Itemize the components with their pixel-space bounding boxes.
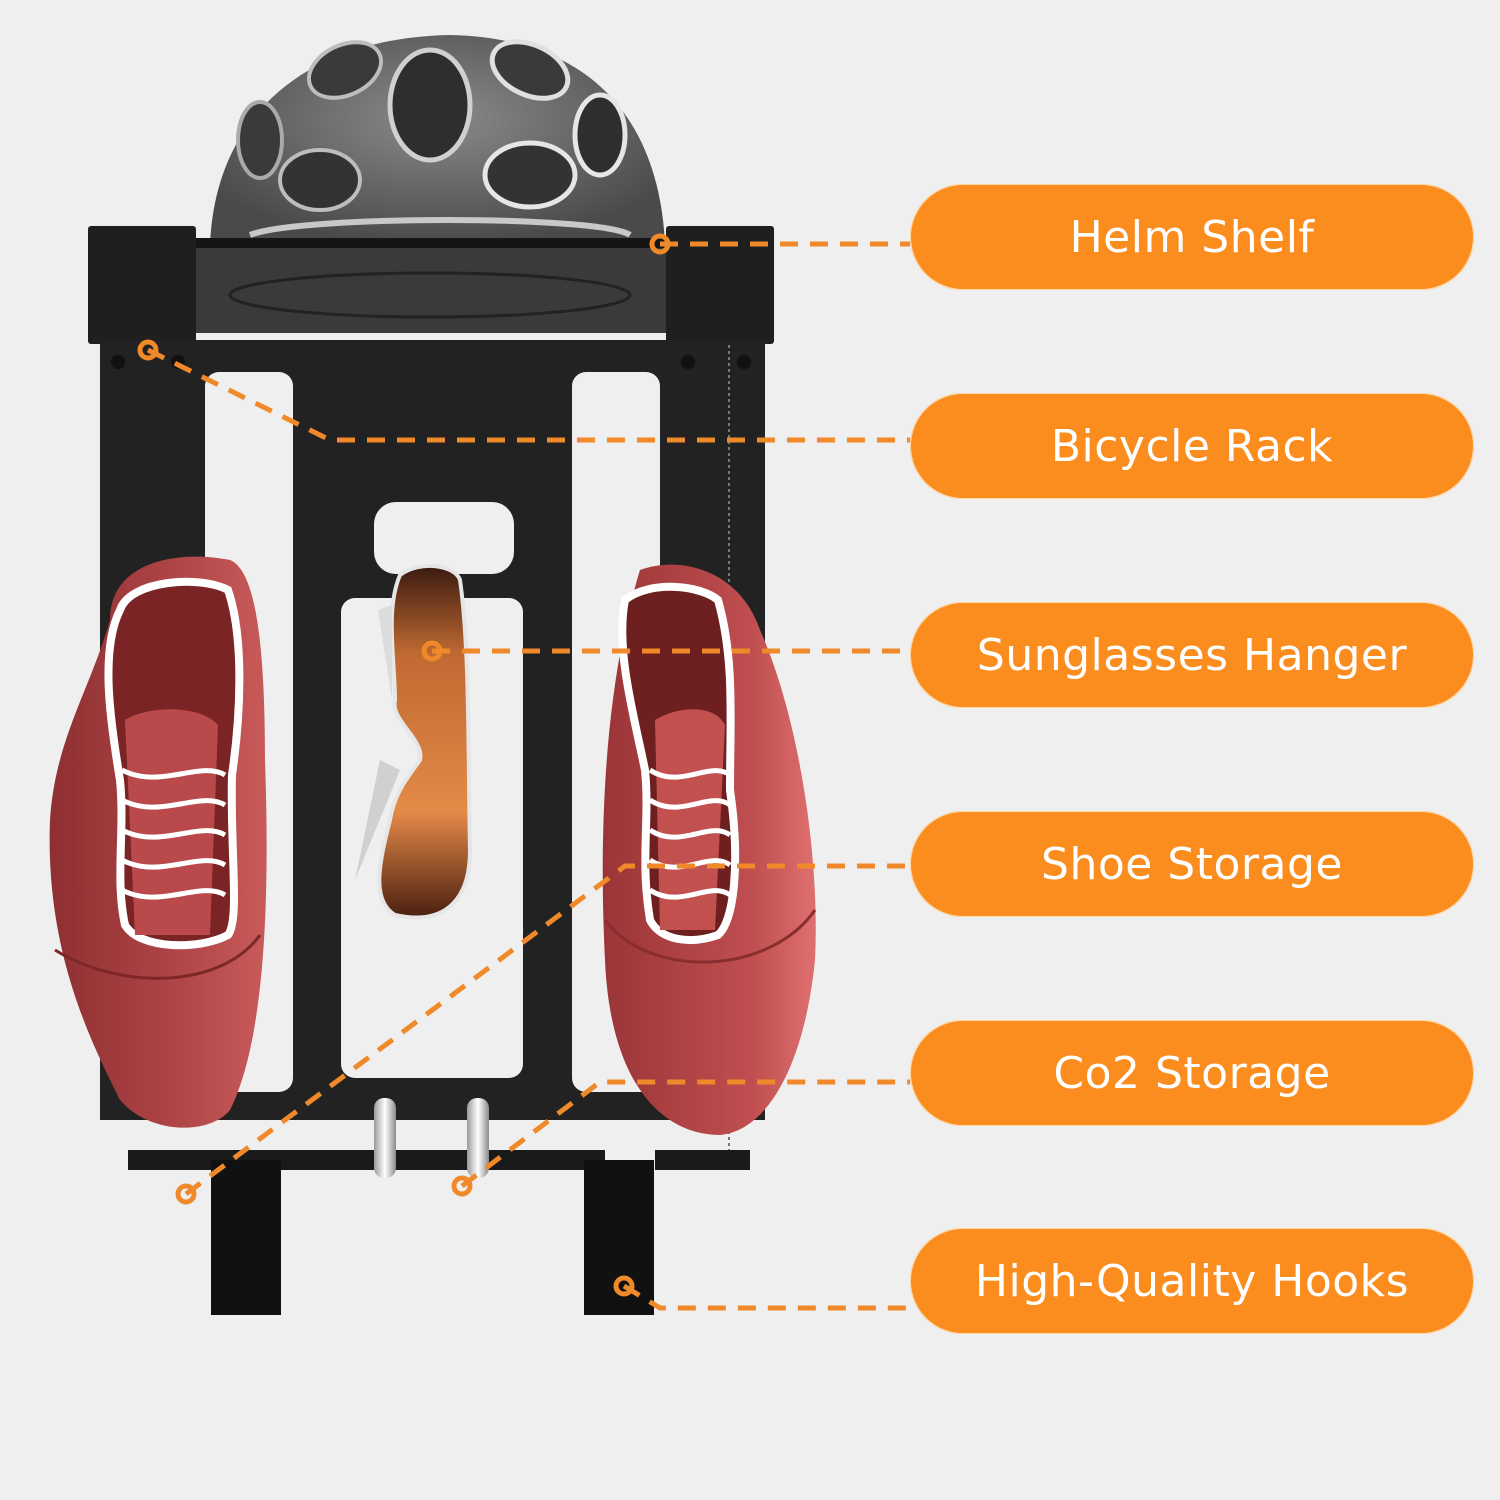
shoe-storage-dot-icon <box>175 1183 197 1205</box>
leader-lines <box>146 241 910 1311</box>
callout-label: High-Quality Hooks <box>974 1255 1410 1307</box>
callout-high-quality-hooks: High-Quality Hooks <box>910 1228 1474 1334</box>
callout-label: Bicycle Rack <box>1050 420 1334 472</box>
anchor-dots <box>137 233 671 1297</box>
left-shoe <box>49 556 267 1128</box>
callout-label: Shoe Storage <box>1041 838 1343 890</box>
helmet <box>210 35 665 245</box>
sunglasses-hanger-dot-icon <box>421 640 443 662</box>
callout-label: Co2 Storage <box>1053 1047 1331 1099</box>
callout-shoe-storage: Shoe Storage <box>910 811 1474 917</box>
bicycle-rack-dot-icon <box>137 339 159 361</box>
callout-helm-shelf: Helm Shelf <box>910 184 1474 290</box>
right-shoe <box>602 564 817 1135</box>
sunglasses <box>355 563 473 920</box>
callout-bicycle-rack: Bicycle Rack <box>910 393 1474 499</box>
callout-sunglasses-hanger: Sunglasses Hanger <box>910 602 1474 708</box>
callout-label: Sunglasses Hanger <box>976 629 1408 681</box>
hooks-dot-icon <box>613 1275 635 1297</box>
co2-storage-dot-icon <box>451 1175 473 1197</box>
callout-label: Helm Shelf <box>1069 211 1315 263</box>
callout-co2-storage: Co2 Storage <box>910 1020 1474 1126</box>
hooks <box>211 1160 654 1315</box>
helm-shelf <box>88 226 774 344</box>
co2-pins <box>374 1098 489 1178</box>
helm-shelf-dot-icon <box>649 233 671 255</box>
